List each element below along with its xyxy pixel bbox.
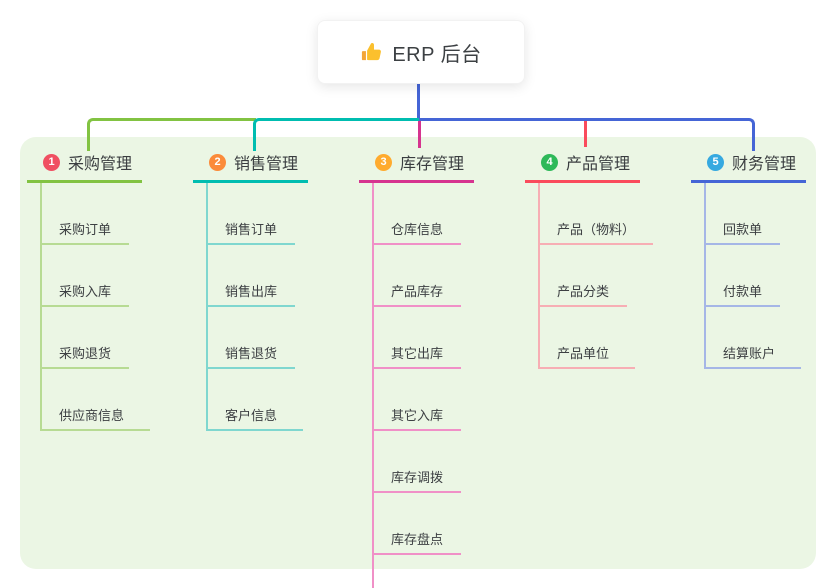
child-node[interactable]: 付款单 (706, 245, 781, 307)
branch-label: 产品管理 (566, 156, 631, 173)
child-label: 销售退货 (225, 346, 278, 361)
child-node[interactable]: 库存调拨 (374, 431, 462, 493)
child-label: 产品分类 (557, 284, 610, 299)
child-node[interactable]: 仓库信息 (374, 183, 462, 245)
child-node[interactable]: 其它出库 (374, 307, 462, 369)
child-node[interactable]: 销售退货 (208, 307, 296, 369)
child-node[interactable]: 采购入库 (42, 245, 130, 307)
child-node[interactable]: 供应商信息 (42, 369, 151, 431)
branch-children-list: 回款单付款单结算账户 (704, 183, 806, 369)
child-label: 产品（物料） (557, 222, 636, 237)
branch-number-badge: 1 (43, 153, 60, 171)
branch4-connector-line (584, 121, 587, 147)
child-label: 销售订单 (225, 222, 278, 237)
branch-number-badge: 4 (541, 153, 558, 171)
branch: 1 采购管理 采购订单采购入库采购退货供应商信息 (27, 148, 151, 431)
branch-heading[interactable]: 1 采购管理 (27, 148, 143, 183)
child-node[interactable]: 产品分类 (540, 245, 628, 307)
branch-label: 库存管理 (400, 156, 465, 173)
branch2-connector-line (253, 118, 422, 151)
branch-label: 财务管理 (732, 156, 797, 173)
branch: 2 销售管理 销售订单销售出库销售退货客户信息 (193, 148, 309, 431)
branch-heading[interactable]: 4 产品管理 (525, 148, 641, 183)
branch-children-list: 仓库信息产品库存其它出库其它入库库存调拨库存盘点出库库明细 (372, 183, 482, 588)
root-connector-line (417, 81, 420, 119)
branch1-connector-line (87, 118, 256, 151)
branch-heading[interactable]: 5 财务管理 (691, 148, 807, 183)
branch-children-list: 采购订单采购入库采购退货供应商信息 (40, 183, 151, 431)
child-label: 产品库存 (391, 284, 444, 299)
child-node[interactable]: 销售订单 (208, 183, 296, 245)
child-label: 其它出库 (391, 346, 444, 361)
branch-children-list: 产品（物料） 产品分类产品单位 (538, 183, 654, 369)
child-node[interactable]: 库存盘点 (374, 493, 462, 555)
branch-label: 销售管理 (234, 156, 299, 173)
branch: 3 库存管理 仓库信息产品库存其它出库其它入库库存调拨库存盘点出库库明细 (359, 148, 482, 588)
child-node[interactable]: 其它入库 (374, 369, 462, 431)
child-node[interactable]: 采购订单 (42, 183, 130, 245)
child-label: 其它入库 (391, 408, 444, 423)
child-node[interactable]: 产品库存 (374, 245, 462, 307)
child-label: 回款单 (723, 222, 763, 237)
child-label: 采购入库 (59, 284, 112, 299)
child-node[interactable]: 采购退货 (42, 307, 130, 369)
child-node[interactable]: 产品（物料） (540, 183, 654, 245)
branch-number-badge: 3 (375, 153, 392, 171)
branch3-connector-line (418, 121, 421, 148)
child-label: 产品单位 (557, 346, 610, 361)
branches-panel (20, 137, 816, 569)
root-title: ERP 后台 (392, 43, 482, 66)
child-label: 付款单 (723, 284, 763, 299)
branch-heading[interactable]: 2 销售管理 (193, 148, 309, 183)
child-node[interactable]: 回款单 (706, 183, 781, 245)
branch-children-list: 销售订单销售出库销售退货客户信息 (206, 183, 308, 431)
child-label: 库存盘点 (391, 532, 444, 547)
branch: 5 财务管理 回款单付款单结算账户 (691, 148, 807, 369)
child-label: 仓库信息 (391, 222, 444, 237)
child-label: 结算账户 (723, 346, 776, 361)
child-node[interactable]: 结算账户 (706, 307, 802, 369)
child-node[interactable]: 产品单位 (540, 307, 636, 369)
child-node[interactable]: 销售出库 (208, 245, 296, 307)
branch: 4 产品管理 产品（物料） 产品分类产品单位 (525, 148, 654, 369)
child-node[interactable]: 出库库明细 (374, 555, 482, 588)
child-label: 库存调拨 (391, 470, 444, 485)
branch-label: 采购管理 (68, 156, 133, 173)
child-label: 供应商信息 (59, 408, 125, 423)
branch5-connector-line (419, 118, 755, 151)
child-label: 采购退货 (59, 346, 112, 361)
thumbs-up-icon (362, 42, 382, 60)
root-node[interactable]: ERP 后台 (317, 20, 525, 84)
branch-number-badge: 5 (707, 153, 724, 171)
child-label: 客户信息 (225, 408, 278, 423)
branch-heading[interactable]: 3 库存管理 (359, 148, 475, 183)
child-label: 采购订单 (59, 222, 112, 237)
child-label: 销售出库 (225, 284, 278, 299)
branch-number-badge: 2 (209, 153, 226, 171)
child-node[interactable]: 客户信息 (208, 369, 304, 431)
